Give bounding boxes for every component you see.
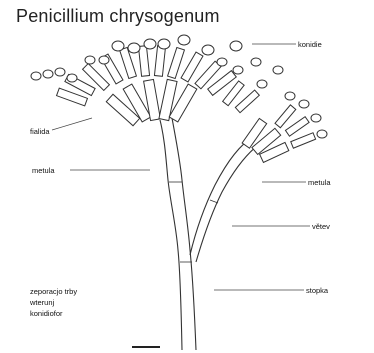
phialide [181,52,203,82]
right-metula-cluster [223,81,316,163]
phialide [285,117,309,136]
label-metula-left: metula [32,166,55,175]
caption-line: wterunj [30,297,77,308]
branch-right-wall [196,142,262,262]
left-metula-cluster [57,46,237,126]
phialide [235,90,259,113]
branch-left-wall [190,135,255,255]
septum-3 [210,200,218,203]
caption-line: konidiofor [30,308,77,319]
phialide [168,47,185,78]
label-konidie: konidie [298,40,322,49]
caption-note: zeporacjo trby wterunj konidiofor [30,286,77,319]
phialide [154,46,165,77]
phialide [138,46,149,77]
label-fialida: fialida [30,127,50,136]
label-stopka: stopka [306,286,328,295]
caption-line: zeporacjo trby [30,286,77,297]
phialide [291,133,316,148]
label-vetev: větev [312,222,330,231]
stipe-right-wall [172,118,196,350]
leader-fialida [52,118,92,130]
phialide [275,105,296,128]
label-metula-right: metula [308,178,331,187]
